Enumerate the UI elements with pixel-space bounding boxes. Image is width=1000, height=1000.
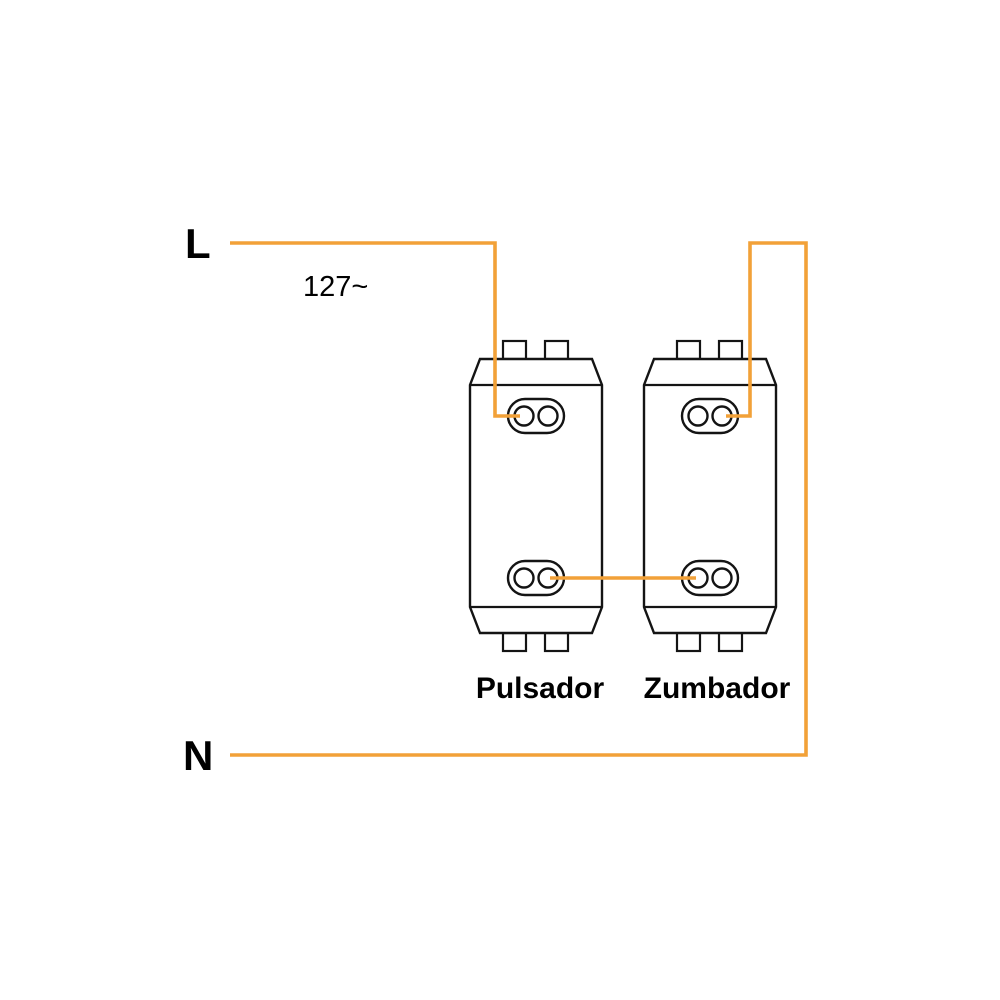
module-body (642, 357, 778, 635)
module-clip (675, 339, 702, 361)
terminal-top (506, 397, 566, 435)
terminal-hole (537, 405, 559, 427)
line-label: L (185, 220, 211, 267)
zumbador-label: Zumbador (644, 672, 791, 705)
module-zumbador (642, 339, 778, 653)
module-clip (543, 631, 570, 653)
neutral-label: N (183, 732, 213, 779)
module-clip (675, 631, 702, 653)
module-clip (501, 631, 528, 653)
terminal-hole (687, 405, 709, 427)
module-pulsador (468, 339, 604, 653)
wires (230, 241, 808, 757)
module-body (468, 357, 604, 635)
voltage-label: 127~ (303, 271, 368, 303)
module-clip (717, 339, 744, 361)
module-clip (501, 339, 528, 361)
terminal-hole (513, 567, 535, 589)
terminal-hole (711, 567, 733, 589)
pulsador-label: Pulsador (476, 672, 605, 705)
wire-line-N (230, 241, 808, 757)
module-clip (717, 631, 744, 653)
terminal-bottom (680, 559, 740, 597)
module-clip (543, 339, 570, 361)
wire-line-L (230, 241, 520, 418)
